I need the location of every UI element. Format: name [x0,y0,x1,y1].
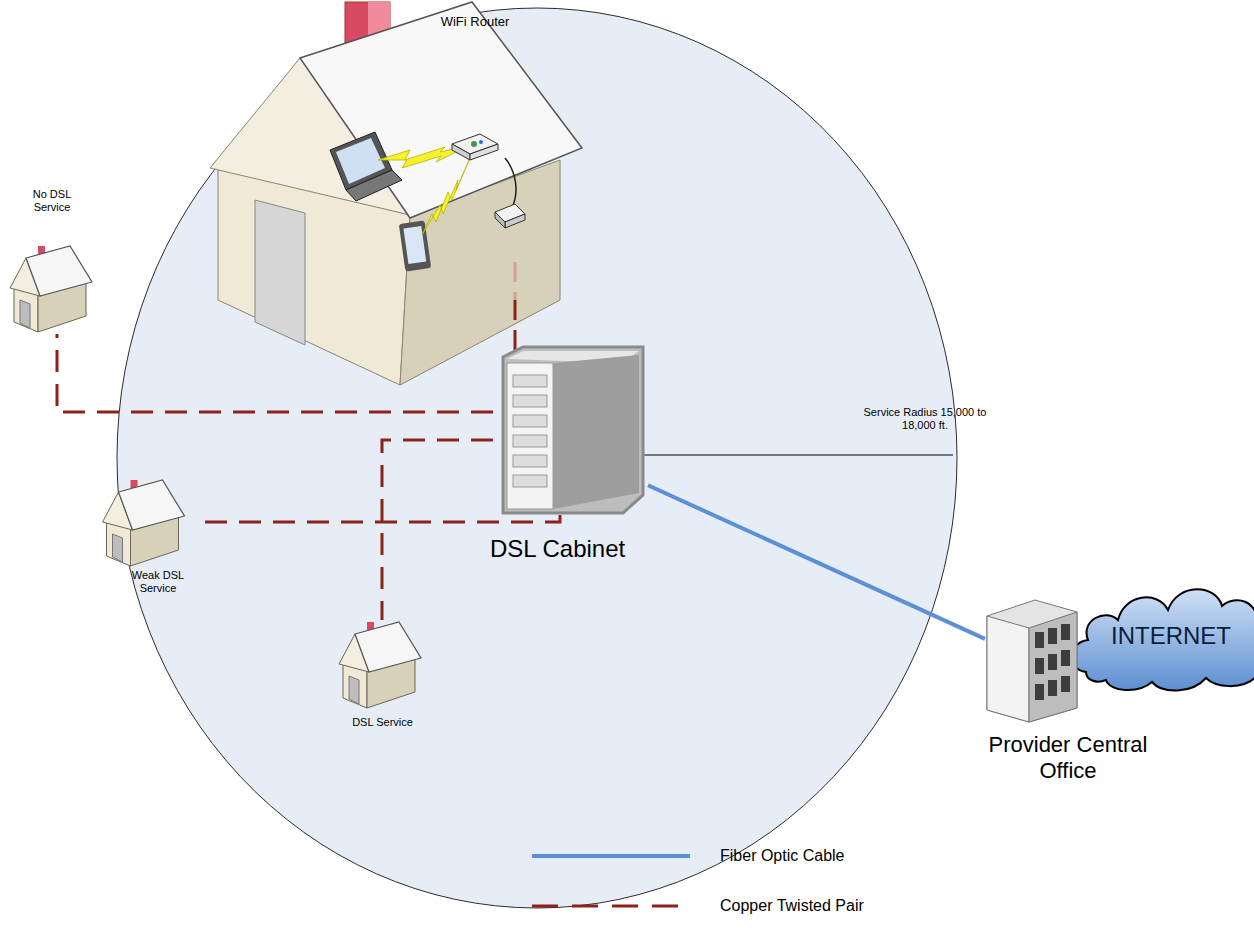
copper-connector [57,334,493,412]
node-shape [493,345,648,519]
node-label: Weak DSL Service [118,569,198,595]
diagram-node: No DSL Service [6,188,101,336]
legend-row: Copper Twisted Pair [520,888,920,924]
node-label: DSL Cabinet [490,535,690,564]
legend-sample [520,838,690,874]
legend-sample [520,888,690,924]
node-label: WiFi Router [425,14,525,30]
node-label: Provider Central Office [968,732,1168,785]
node-shape [450,132,500,166]
diagram-node: WiFi Router [425,14,525,162]
copper-connector [193,515,560,522]
radius-label: Service Radius 15,000 to 18,000 ft. [850,406,1000,432]
node-label: INTERNET [1096,622,1246,651]
radius-text: Service Radius 15,000 to 18,000 ft. [864,406,987,431]
house-icon [98,478,193,568]
house-icon [8,244,98,334]
legend: Fiber Optic CableCopper Twisted Pair [520,838,920,928]
diagram-node: Provider Central Office [968,598,1168,798]
node-shape [8,244,98,338]
fiber-connector [648,485,985,639]
diagram-node: DSL Service [335,620,430,740]
node-label: DSL Service [335,716,430,729]
legend-text: Fiber Optic Cable [720,846,845,865]
diagram-node: Weak DSL Service [98,478,198,613]
radius-line [600,455,953,456]
diagram-node: DSL Cabinet [490,345,690,570]
diagram-node: INTERNET [1066,572,1254,697]
office-building-icon [985,598,1080,723]
node-shape [337,620,427,714]
legend-row: Fiber Optic Cable [520,838,920,874]
node-shape [98,478,193,572]
node-shape [985,598,1080,727]
legend-text: Copper Twisted Pair [720,896,864,915]
main-house [210,2,582,385]
node-label: No DSL Service [16,188,88,214]
copper-connector [382,440,493,620]
house-icon [337,620,427,710]
cabinet-icon [493,345,648,515]
router-icon [450,132,500,162]
